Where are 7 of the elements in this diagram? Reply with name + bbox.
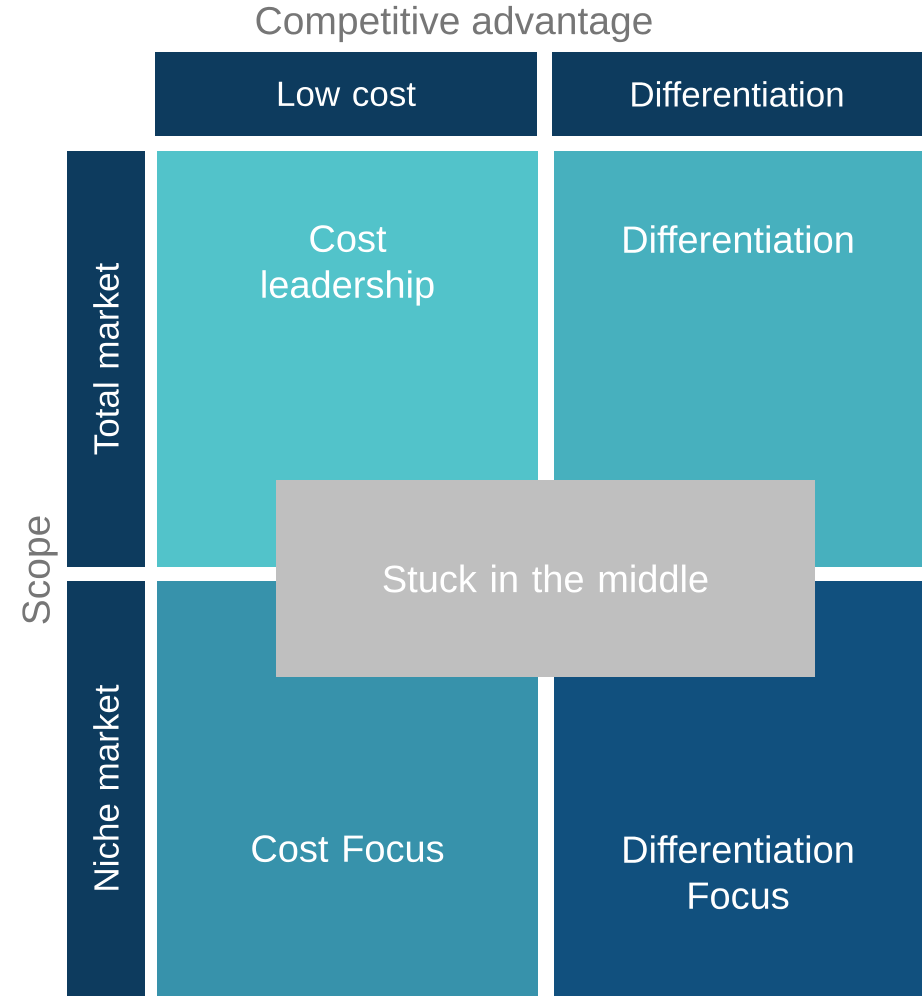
axis-label: Scope [22, 516, 58, 624]
axis-label: Competitive advantage [256, 6, 652, 42]
header-box: Low cost [155, 52, 537, 136]
row-header-box: Total market [67, 151, 145, 567]
row-header-box: Niche market [67, 581, 145, 996]
header-box: Differentiation [552, 52, 922, 136]
overlay-box: Stuck in the middle [276, 480, 815, 677]
